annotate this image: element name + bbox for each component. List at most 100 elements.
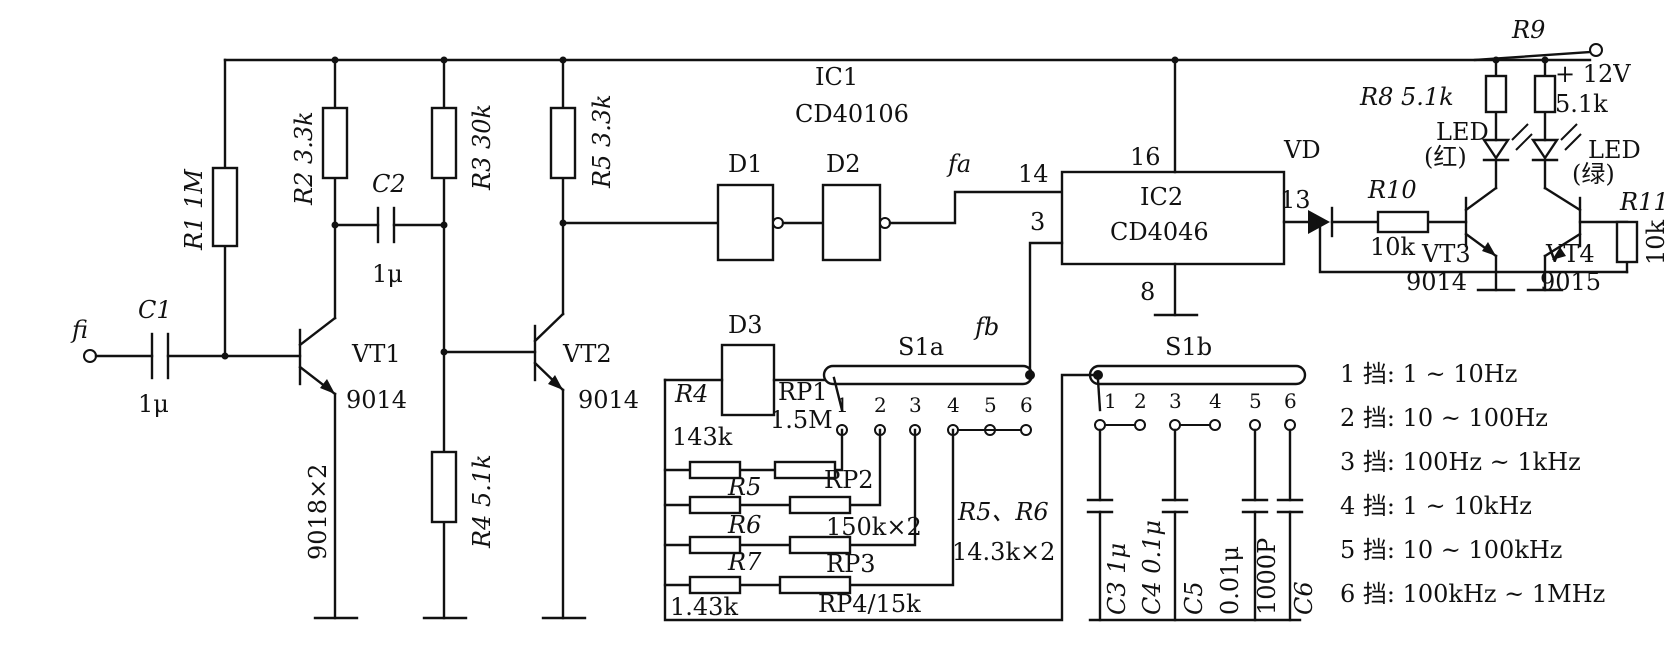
label-fi: fi (70, 316, 88, 344)
led-red (1481, 123, 1533, 162)
label-r9-val: 5.1k (1555, 90, 1608, 118)
resistor-r4 (430, 450, 458, 524)
label-ic2: IC2 (1140, 183, 1183, 211)
label-r8: R8 5.1k (1359, 83, 1454, 111)
label-vt2-type: 9014 (578, 386, 639, 414)
label-pin8: 8 (1140, 278, 1155, 306)
label-pin16: 16 (1130, 143, 1161, 171)
resistor-r11 (1615, 220, 1639, 264)
label-r4-lower-val: 143k (672, 423, 733, 451)
label-c3: C3 1μ (1103, 543, 1131, 615)
label-s1a-pos-1: 1 (836, 393, 849, 417)
inverter-d1 (716, 183, 784, 262)
label-s1b-pos-2: 2 (1134, 389, 1147, 413)
transistor-vt1 (298, 316, 337, 396)
transistor-vt3 (1464, 186, 1498, 258)
label-r3: R3 30k (468, 104, 496, 191)
transistor-vt2 (533, 312, 565, 392)
label-r4: R4 5.1k (468, 454, 496, 549)
label-c1-val: 1μ (138, 390, 169, 418)
range-item-5: 5 挡: 10 ~ 100kHz (1340, 536, 1562, 564)
label-r1: R1 1M (180, 168, 208, 251)
label-d1: D1 (728, 150, 763, 178)
label-r2: R2 3.3k (290, 111, 318, 206)
label-fa: fa (946, 150, 971, 178)
resistor-r9 (1533, 74, 1557, 114)
label-rp1-val: 1.5M (770, 406, 833, 434)
label-s1b: S1b (1165, 333, 1212, 361)
label-c1: C1 (138, 296, 172, 324)
resistor-r1 (211, 166, 239, 248)
label-s1b-pos-6: 6 (1284, 389, 1297, 413)
label-ic1-part: CD40106 (795, 100, 909, 128)
label-led-red: LED (1436, 118, 1489, 146)
label-vcc: + 12V (1555, 60, 1631, 88)
label-vt1: VT1 (351, 340, 401, 368)
label-rp3: RP3 (826, 550, 876, 578)
vcc-terminal (1589, 43, 1603, 57)
range-item-3: 3 挡: 100Hz ~ 1kHz (1340, 448, 1581, 476)
resistor-r3 (430, 106, 458, 180)
label-led-green: LED (1588, 136, 1641, 164)
resistor-r10 (1376, 210, 1430, 234)
label-ic2-part: CD4046 (1110, 218, 1209, 246)
led-green (1530, 123, 1582, 162)
s1b-contacts (1094, 419, 1296, 431)
label-fb: fb (973, 313, 999, 341)
label-c6: C6 (1290, 581, 1318, 615)
inverter-d2 (821, 183, 891, 262)
label-d3: D3 (728, 311, 763, 339)
label-s1a-pos-4: 4 (947, 393, 960, 417)
resistor-r5-top (549, 106, 577, 180)
label-rp2: RP2 (824, 466, 874, 494)
label-r7-val: 1.43k (670, 593, 738, 621)
label-r6-lower: R6 (727, 511, 761, 539)
label-s1a-pos-6: 6 (1020, 393, 1033, 417)
label-r7: R7 (727, 548, 762, 576)
label-r56-val: 14.3k×2 (952, 538, 1055, 566)
label-vt3-type: 9014 (1406, 268, 1467, 296)
label-s1a-pos-5: 5 (984, 393, 997, 417)
range-item-4: 4 挡: 1 ~ 10kHz (1340, 492, 1532, 520)
label-s1b-pos-4: 4 (1209, 389, 1222, 413)
resistor-r8 (1484, 74, 1508, 114)
label-pin14: 14 (1018, 160, 1049, 188)
label-vt1-note: 9018×2 (304, 464, 332, 560)
label-c6-val: 1000P (1253, 538, 1281, 615)
ic2-cd4046 (1060, 170, 1286, 266)
label-vt4-type: 9015 (1540, 268, 1601, 296)
label-r11: R11 (1619, 188, 1669, 216)
label-r5-lower: R5 (727, 473, 761, 501)
switch-s1a (822, 364, 1035, 412)
fa-wire (888, 190, 1064, 225)
label-s1b-pos-1: 1 (1104, 389, 1117, 413)
label-vt4: VT4 (1545, 240, 1595, 268)
timing-capacitors (1086, 428, 1304, 622)
s1a-contacts (836, 424, 1032, 436)
capacitor-c2 (376, 206, 396, 244)
label-rp1: RP1 (778, 378, 828, 406)
label-vd: VD (1283, 136, 1321, 164)
label-c2: C2 (372, 170, 406, 198)
label-c2-val: 1μ (372, 260, 403, 288)
label-rp-val: 150k×2 (826, 513, 922, 541)
label-vt1-type: 9014 (346, 386, 407, 414)
label-r5-top: R5 3.3k (588, 94, 616, 189)
label-s1b-pos-5: 5 (1249, 389, 1262, 413)
label-pin3: 3 (1030, 208, 1045, 236)
label-ic1: IC1 (815, 63, 858, 91)
range-table: 1 挡: 1 ~ 10Hz 2 挡: 10 ~ 100Hz 3 挡: 100Hz… (1340, 360, 1605, 608)
input-terminal (83, 349, 97, 363)
switch-s1b (1088, 364, 1307, 412)
label-c4: C4 0.1μ (1138, 520, 1166, 615)
label-s1b-pos-3: 3 (1169, 389, 1182, 413)
range-item-6: 6 挡: 100kHz ~ 1MHz (1340, 580, 1605, 608)
fb-wire (1028, 241, 1064, 377)
resistor-ladder (663, 428, 955, 595)
label-s1a: S1a (898, 333, 944, 361)
label-led-green-color: (绿) (1572, 160, 1615, 188)
label-d2: D2 (826, 150, 861, 178)
label-rp4: RP4/15k (818, 590, 921, 618)
label-c5: C5 (1180, 581, 1208, 615)
